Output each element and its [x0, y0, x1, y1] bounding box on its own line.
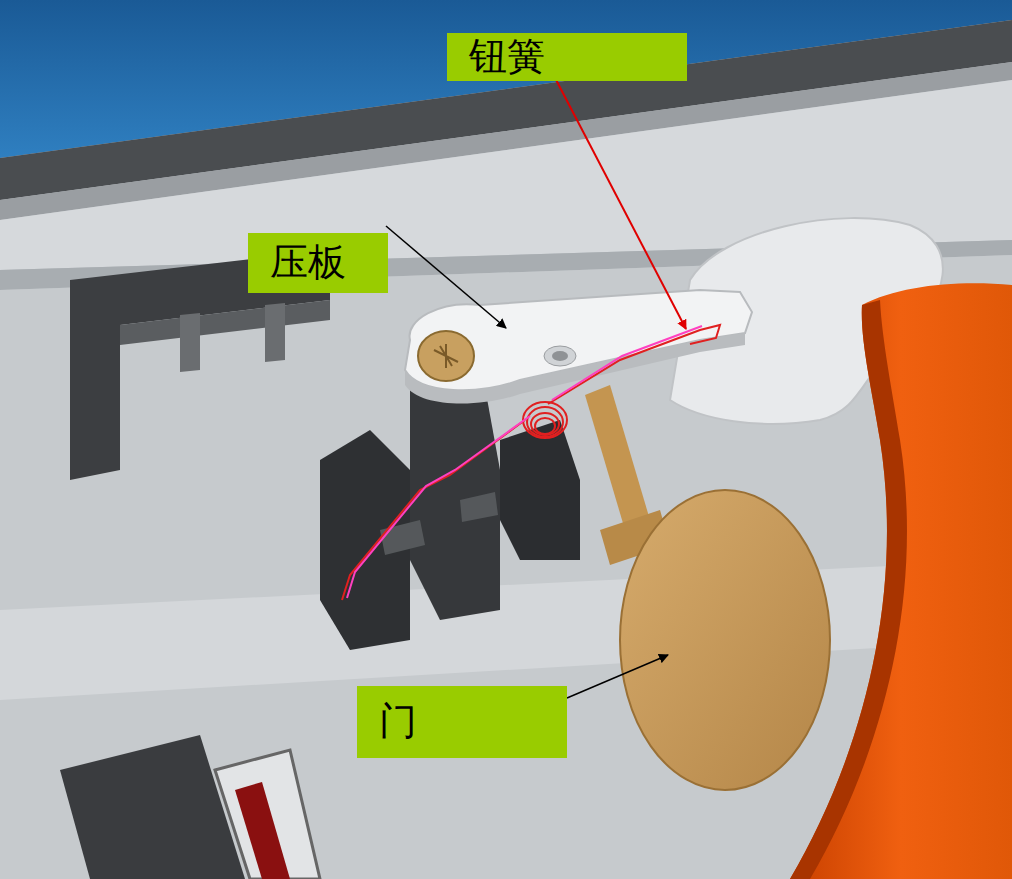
pivot-hole	[544, 346, 576, 366]
orange-handle	[790, 283, 1012, 879]
screw-head	[418, 331, 474, 381]
callout-box: 压板	[248, 233, 388, 293]
leader-line	[567, 655, 668, 698]
leader-line	[553, 74, 686, 329]
orange-edge	[790, 300, 907, 879]
part-name: 压板	[270, 242, 346, 284]
part-name: 钮簧	[469, 36, 545, 78]
screw-slot	[434, 344, 458, 368]
leader-line	[386, 226, 506, 328]
rib	[180, 313, 200, 372]
clip-tab	[460, 492, 498, 522]
indicator-stripe	[235, 782, 290, 879]
pivot-hole	[552, 351, 568, 361]
door-stem	[585, 385, 650, 530]
clip-block	[500, 420, 580, 560]
callout-box: 钮簧	[447, 33, 687, 81]
torsion-spring	[342, 325, 720, 600]
door-plate	[620, 490, 830, 790]
rib	[265, 303, 285, 362]
part-name: 门	[379, 701, 417, 743]
lower-band	[0, 560, 1012, 700]
lower-part	[60, 735, 245, 879]
lower-part-inner	[215, 750, 320, 879]
callout-box: 门	[357, 686, 567, 758]
bracket-face	[120, 300, 330, 345]
clip-tab	[380, 520, 425, 555]
